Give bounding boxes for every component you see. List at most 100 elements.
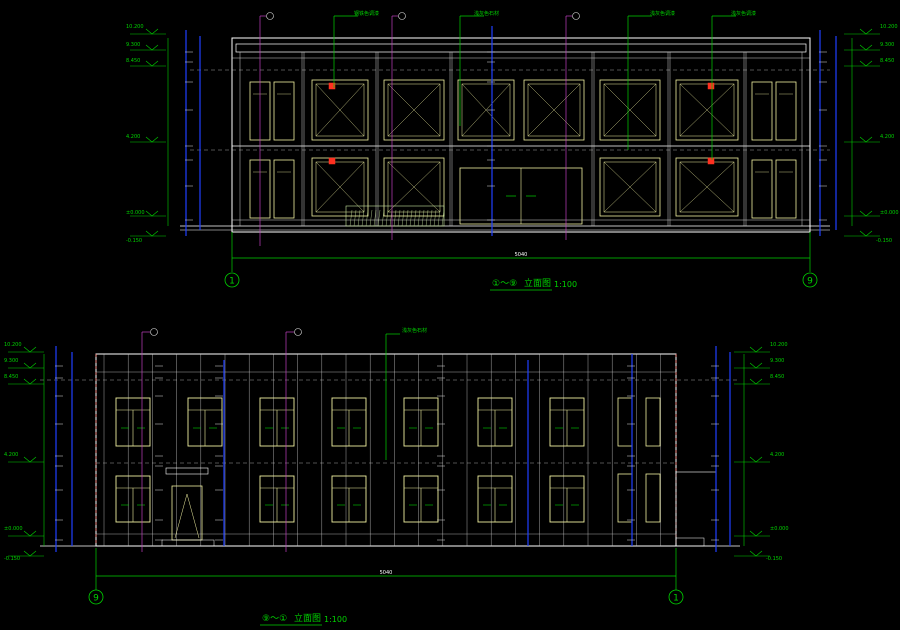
top-ramp-rail — [353, 209, 357, 227]
top-ramp-rail — [365, 209, 369, 227]
top-level-left-4: ±0.000 — [126, 210, 145, 216]
top-window-x-inner — [315, 161, 365, 213]
top-level-texts-right: 10.200 9.300 8.450 4.200 ±0.000 -0.150 — [876, 24, 899, 244]
top-window-x-diag — [553, 83, 581, 111]
top-window-x-diag — [553, 109, 581, 137]
top-level-left-2: 8.450 — [126, 58, 140, 64]
bottom-overall-dim: 5040 — [380, 570, 393, 576]
top-level-right-5: -0.150 — [876, 238, 892, 244]
top-window-x-diag — [315, 109, 341, 137]
top-title-prefix: ①～⑨ — [492, 279, 517, 289]
top-level-marks — [130, 28, 880, 237]
bottom-level-mark-left-tri — [23, 346, 37, 353]
top-ramp-rail — [413, 209, 417, 227]
top-window-x-diag — [485, 109, 511, 137]
top-window-x-diag — [485, 83, 511, 111]
bottom-level-mark-left-tri — [23, 378, 37, 385]
top-window-x-diag — [679, 161, 708, 188]
top-window-x-diag — [339, 83, 365, 111]
bottom-door-swing — [174, 493, 200, 539]
bottom-window-narrow — [645, 397, 661, 447]
top-window-x-diag — [413, 186, 441, 213]
top-leader-lines — [259, 12, 736, 246]
top-level-texts-left: 10.200 9.300 8.450 4.200 ±0.000 -0.150 — [126, 24, 145, 244]
top-window-x-inner — [315, 83, 365, 137]
top-window-x-inner — [387, 161, 441, 213]
bottom-level-texts-right: 10.200 9.300 8.450 4.200 ±0.000 -0.150 — [766, 342, 789, 562]
bot-level-right-4: ±0.000 — [770, 526, 789, 532]
bottom-level-mark-left-tri — [23, 362, 37, 369]
top-ramp-rail — [393, 209, 397, 227]
top-leader-symbol — [398, 12, 406, 20]
top-level-right-1: 9.300 — [880, 42, 894, 48]
bot-level-right-0: 10.200 — [770, 342, 788, 348]
bot-level-left-5: -0.150 — [4, 556, 20, 562]
top-window-x-diag — [339, 186, 365, 213]
top-window-x-diag — [706, 161, 735, 188]
top-window-x — [311, 157, 369, 217]
top-window-x-inner — [679, 83, 735, 137]
top-window-x — [457, 79, 515, 141]
top-window-x-diag — [413, 109, 441, 137]
top-ramp-rail — [425, 209, 429, 227]
top-ramp-rail — [417, 209, 421, 227]
top-level-mark-left-tri — [145, 60, 159, 67]
bottom-level-texts-left: 10.200 9.300 8.450 4.200 ±0.000 -0.150 — [4, 342, 23, 562]
top-parapet — [235, 43, 807, 53]
top-ramp-rail — [385, 209, 389, 227]
bottom-panel-lines — [96, 354, 676, 546]
bottom-windows — [115, 397, 661, 523]
top-ramp-rail — [373, 209, 377, 227]
top-level-mark-right-tri — [859, 210, 873, 217]
top-accent-mark — [707, 82, 715, 90]
top-level-left-5: -0.150 — [126, 238, 142, 244]
top-window-x-diag — [339, 109, 365, 137]
bot-level-left-3: 4.200 — [4, 452, 18, 458]
top-level-mark-right-tri — [859, 60, 873, 67]
top-level-mark-left-tri — [145, 210, 159, 217]
top-entrance-ramp — [345, 205, 445, 227]
top-level-mark-right-tri — [859, 230, 873, 237]
bottom-window-narrow — [617, 397, 633, 447]
top-windows — [249, 79, 797, 219]
bottom-level-mark-left-tri — [23, 456, 37, 463]
top-window-x-diag — [706, 186, 735, 213]
bottom-title-text: 立面图 — [294, 612, 321, 624]
bottom-leader-lines — [141, 328, 400, 552]
bot-level-left-1: 9.300 — [4, 358, 18, 364]
top-ramp-outline — [345, 205, 445, 227]
top-ramp-rail — [357, 209, 361, 227]
top-level-mark-left-tri — [145, 230, 159, 237]
top-level-right-3: 4.200 — [880, 134, 894, 140]
bottom-axis-right: 1 — [673, 594, 679, 604]
top-window-x-diag — [706, 83, 735, 111]
bot-level-left-4: ±0.000 — [4, 526, 23, 532]
bottom-level-mark-right-tri — [749, 530, 763, 537]
top-building-outline — [231, 37, 811, 233]
top-window-end — [751, 159, 773, 219]
top-window-x-diag — [679, 186, 708, 213]
bottom-level-marks — [8, 346, 770, 557]
bottom-annex — [675, 471, 717, 547]
top-window-x-diag — [629, 161, 657, 188]
top-axis-left: 1 — [229, 277, 235, 287]
top-ramp-rail — [433, 209, 437, 227]
bot-level-left-2: 8.450 — [4, 374, 18, 380]
top-ramp-rail — [437, 209, 441, 227]
top-accent-mark — [707, 157, 715, 165]
top-window-x — [675, 157, 739, 217]
top-window-x-inner — [387, 83, 441, 137]
bottom-level-mark-left-tri — [23, 550, 37, 557]
bottom-window-narrow — [617, 473, 633, 523]
top-axis-right: 9 — [807, 277, 813, 287]
top-window-x-diag — [603, 83, 631, 111]
top-window-x-inner — [527, 83, 581, 137]
top-window-x-diag — [413, 161, 441, 188]
bottom-axis-bubble-right — [668, 589, 684, 605]
top-overall-dim: 5040 — [515, 252, 528, 258]
top-axis-bubble-left — [224, 272, 240, 288]
top-title-text: 立面图 — [524, 277, 551, 289]
top-leader-symbol — [572, 12, 580, 20]
top-window-x-diag — [339, 161, 365, 188]
bottom-axis-left: 9 — [93, 594, 99, 604]
